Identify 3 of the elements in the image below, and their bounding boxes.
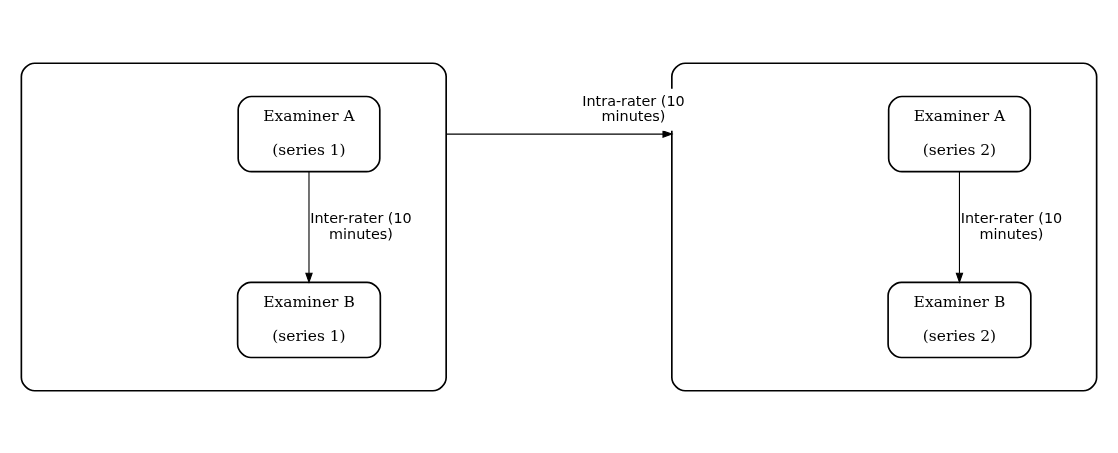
edge-label: Inter-rater (10 minutes): [310, 209, 412, 242]
edge-label: Intra-rater (10 minutes): [582, 92, 685, 124]
edge-label: Inter-rater (10 minutes): [960, 209, 1063, 242]
